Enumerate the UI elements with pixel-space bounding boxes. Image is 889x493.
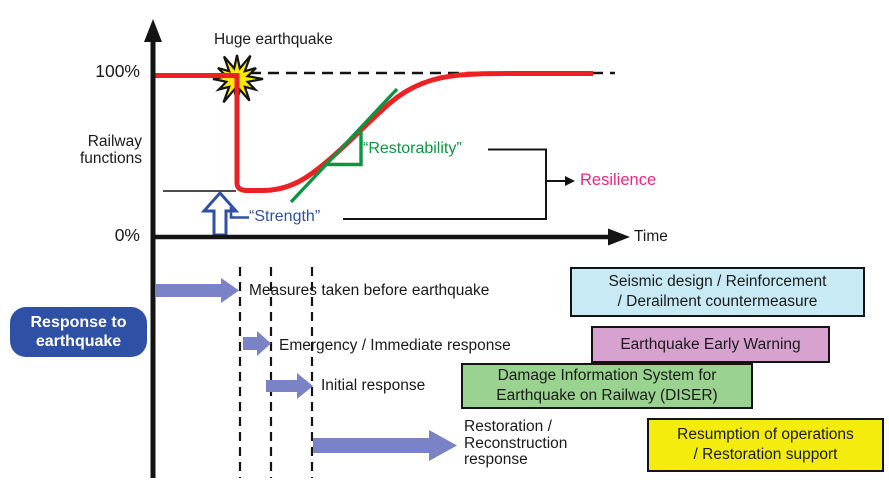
measure-box-warning-line-1: Earthquake Early Warning <box>620 335 801 353</box>
measure-box-seismic-line-1: Seismic design / Reinforcement <box>608 273 827 291</box>
phase-label-emergency: Emergency / Immediate response <box>279 337 511 354</box>
resilience-bracket <box>343 148 547 220</box>
restorability-label: “Restorability” <box>363 140 462 157</box>
response-box-line-2: earthquake <box>35 333 122 350</box>
x-axis-arrow-icon <box>608 228 630 246</box>
phase-label-restoration-line-2: Reconstruction <box>464 434 568 452</box>
phase-label-restoration-line-1: Restoration / <box>464 418 552 435</box>
y-axis-arrow-icon <box>144 19 162 42</box>
measure-box-seismic-design: Seismic design / Reinforcement / Derailm… <box>570 267 865 317</box>
y-min-label: 0% <box>114 225 140 245</box>
restorability-tangent-line <box>289 87 399 204</box>
phase-arrow-icon-2 <box>243 331 271 356</box>
response-box-line-1: Response to <box>30 314 127 331</box>
phase-label-measures: Measures taken before earthquake <box>249 282 490 299</box>
phase-arrow-icon-4 <box>313 430 457 461</box>
railway-function-curve <box>153 70 594 193</box>
measure-box-diser: Damage Information System for Earthquake… <box>461 363 753 409</box>
phase-label-restoration: Restoration / Reconstruction response <box>464 418 614 469</box>
phase-arrow-icon-3 <box>266 373 313 399</box>
response-to-earthquake-box: Response to earthquake <box>10 307 147 357</box>
measure-box-resumption-line-2: / Restoration support <box>693 446 838 463</box>
strength-block-arrow-icon <box>200 190 240 237</box>
restorability-angle-mark <box>327 132 363 167</box>
measure-box-resumption: Resumption of operations / Restoration s… <box>647 418 884 472</box>
resilience-label: Resilience <box>580 171 657 189</box>
phase-arrow-icon-1 <box>155 278 239 303</box>
resilience-arrow-icon <box>565 176 575 186</box>
y-axis-title: Railway functions <box>58 133 142 167</box>
y-axis-title-line-1: Railway <box>87 133 142 150</box>
measure-box-diser-line-1: Damage Information System for <box>497 367 717 385</box>
y-axis-title-line-2: functions <box>79 150 142 167</box>
x-axis-label: Time <box>634 228 668 245</box>
strength-label: “Strength” <box>249 208 321 225</box>
measure-box-resumption-line-1: Resumption of operations <box>677 426 854 444</box>
measure-box-diser-line-2: Earthquake on Railway (DISER) <box>496 387 718 404</box>
measure-box-seismic-line-2: / Derailment countermeasure <box>617 293 818 310</box>
event-label: Huge earthquake <box>214 31 333 48</box>
phase-label-initial: Initial response <box>321 377 426 394</box>
y-max-label: 100% <box>95 61 140 81</box>
strength-connector-line <box>229 207 249 219</box>
phase-label-restoration-line-3: response <box>464 451 528 468</box>
measure-box-early-warning: Earthquake Early Warning <box>591 326 830 363</box>
